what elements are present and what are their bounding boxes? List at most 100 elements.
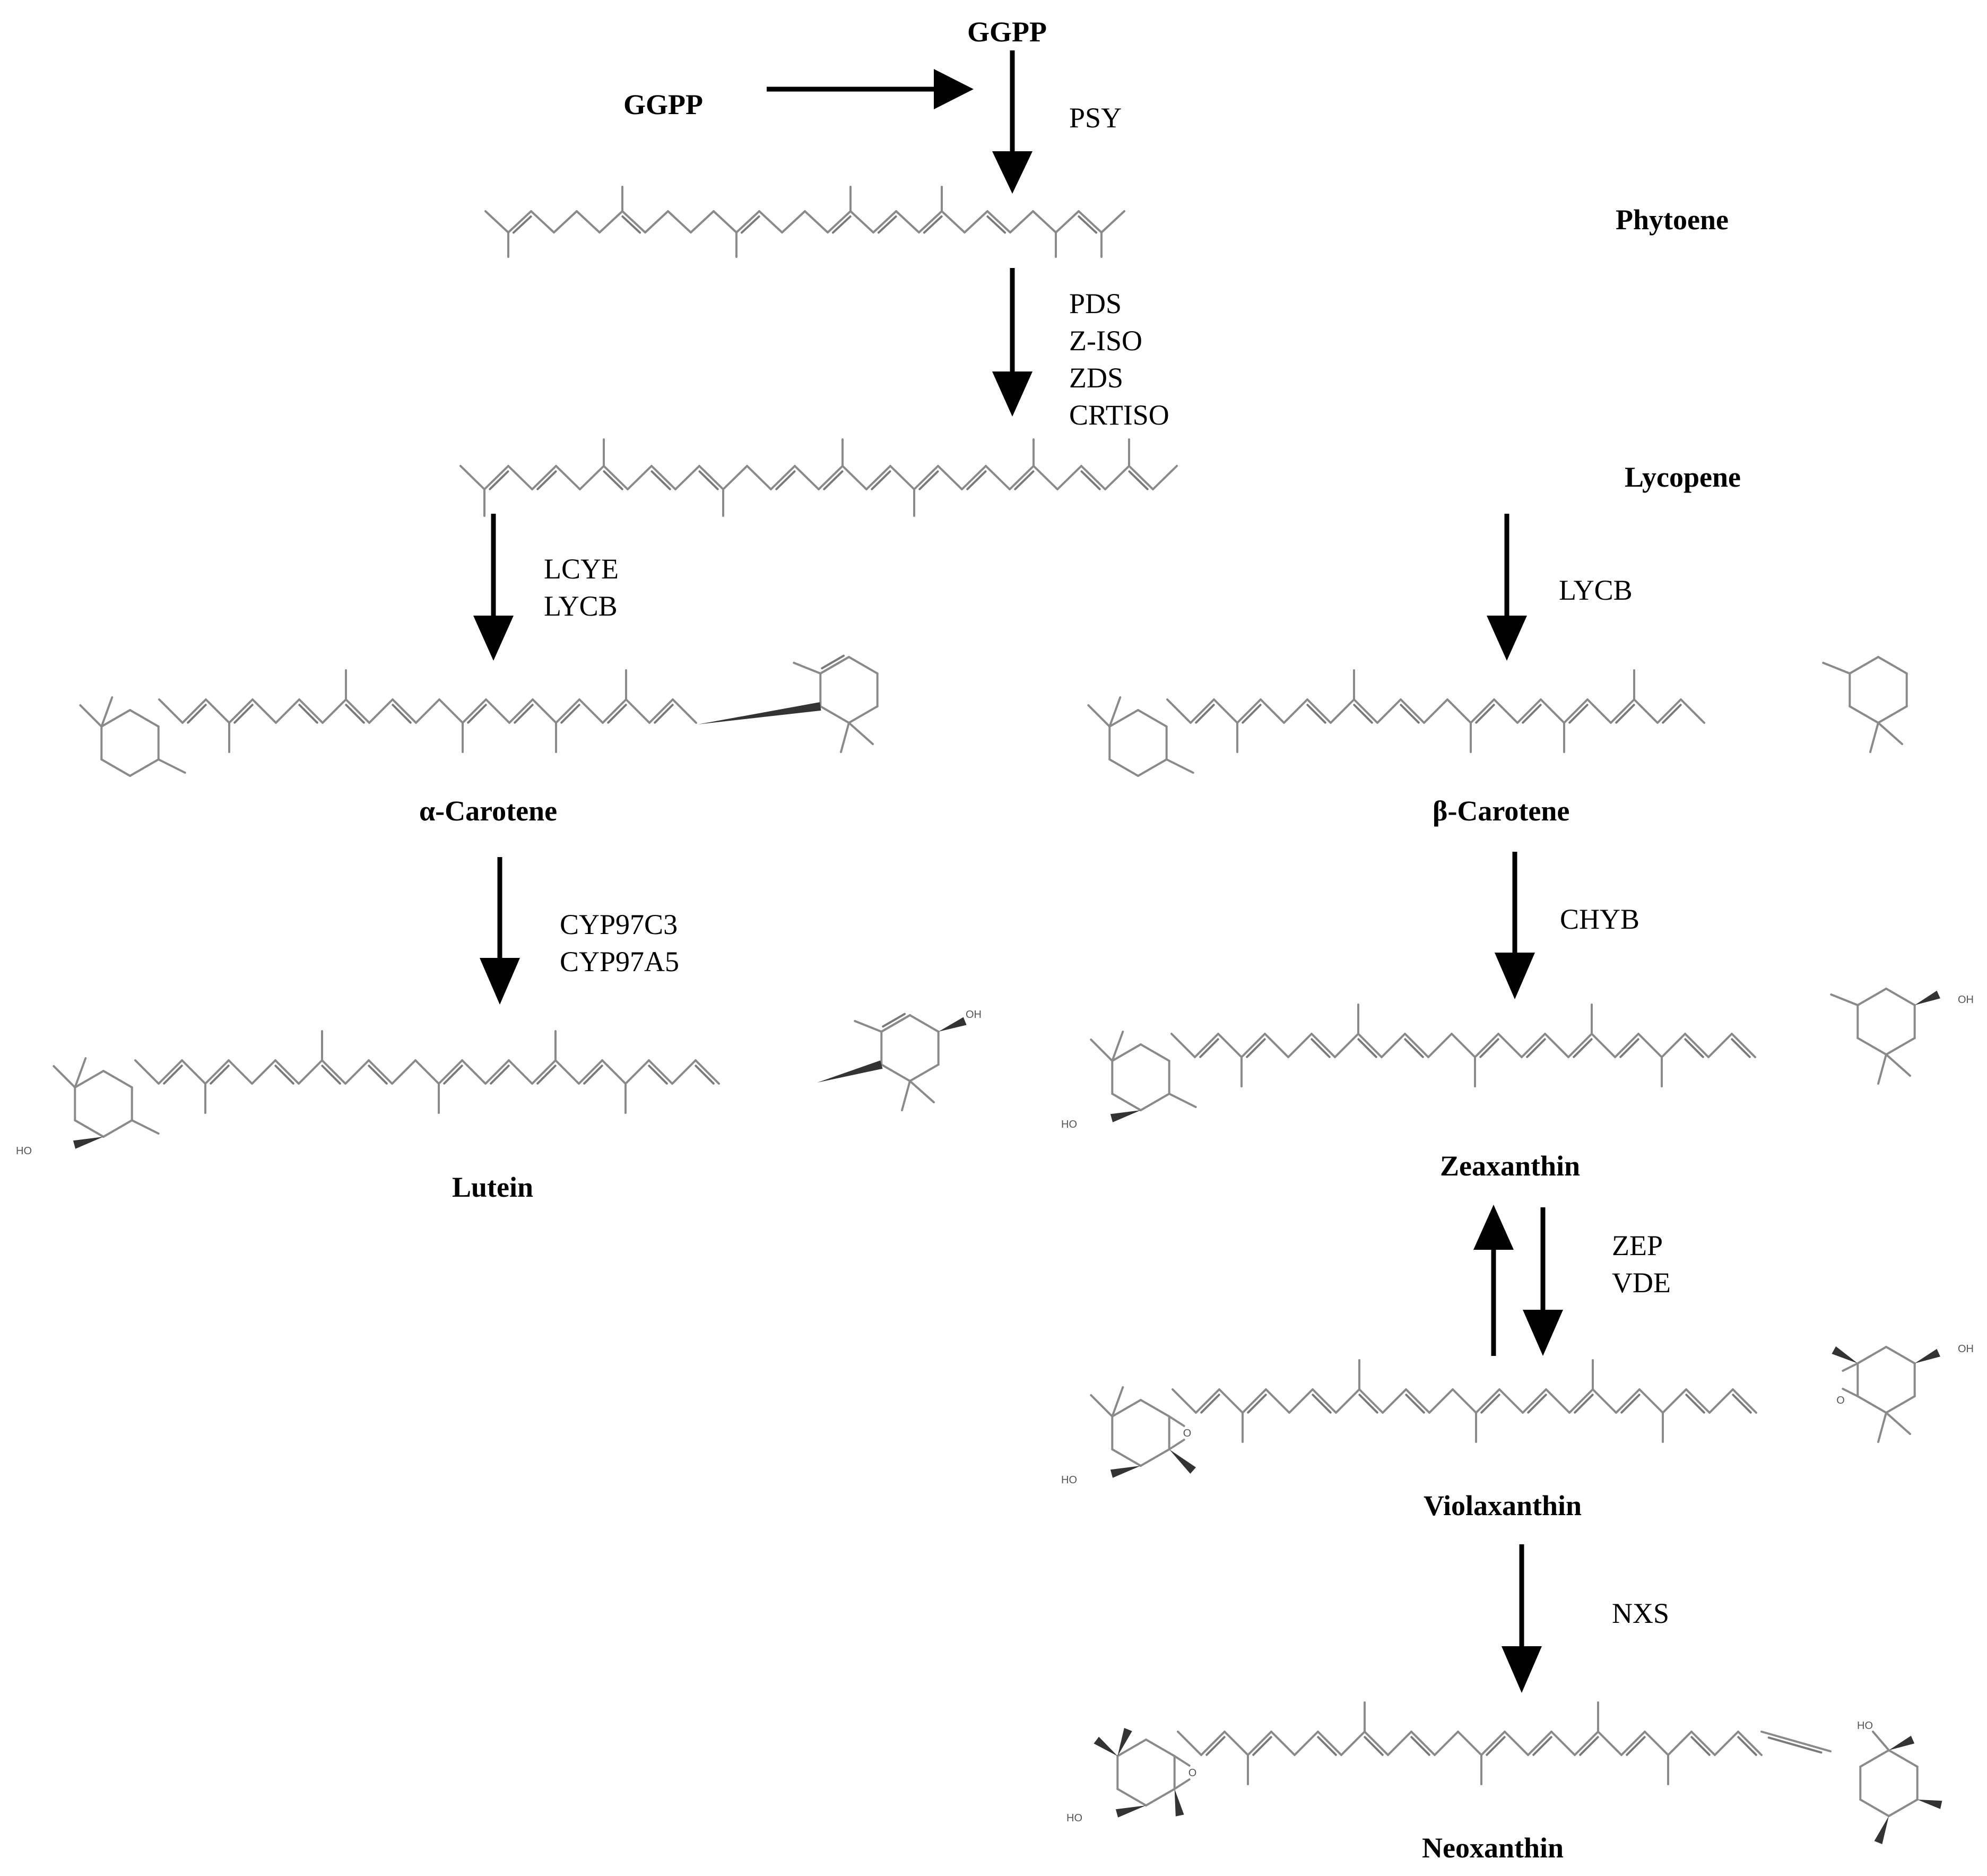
bond — [555, 465, 581, 490]
bond — [770, 465, 796, 490]
bond — [1760, 1731, 1832, 1752]
bond — [1317, 1731, 1342, 1756]
bond — [1644, 1731, 1669, 1756]
bond — [1405, 1388, 1430, 1414]
bond — [233, 704, 254, 724]
bond — [102, 1119, 133, 1138]
bond — [1856, 1395, 1887, 1414]
wedge-bond — [1889, 1735, 1915, 1750]
bond — [624, 1059, 650, 1085]
bond — [1888, 1749, 1919, 1768]
enzyme-name: CYP97C3 — [560, 909, 678, 940]
bond — [1009, 465, 1035, 490]
bond — [1856, 1037, 1887, 1056]
bond — [966, 470, 987, 490]
bond — [775, 470, 796, 490]
bond — [205, 698, 230, 724]
bond — [1140, 1399, 1170, 1417]
bond — [579, 465, 605, 490]
bond — [880, 1064, 911, 1082]
label-zeaxanthin: Zeaxanthin — [1440, 1150, 1580, 1182]
wedge-bond — [1110, 1110, 1141, 1122]
bond — [848, 705, 879, 724]
bond — [1732, 1394, 1752, 1414]
arrow-lycopene-to-alpha — [473, 514, 514, 661]
bond — [823, 470, 844, 490]
bond — [840, 722, 850, 753]
epoxide-oxygen-label: O — [1836, 1395, 1845, 1406]
bond — [1708, 1388, 1734, 1414]
bond — [298, 1059, 323, 1085]
bond — [1172, 1388, 1197, 1414]
bond — [1287, 1033, 1313, 1058]
bond — [895, 210, 920, 234]
bond — [841, 465, 867, 490]
bond — [181, 698, 207, 724]
bond — [1859, 1749, 1890, 1768]
bond — [459, 465, 485, 490]
epoxide-oxygen-label: O — [1183, 1428, 1192, 1439]
bond — [650, 465, 676, 490]
bond — [1195, 1388, 1220, 1414]
bond — [1111, 1043, 1142, 1062]
bond — [489, 470, 509, 490]
bond — [1685, 1394, 1705, 1414]
bond — [909, 1064, 940, 1082]
bond — [490, 1065, 510, 1085]
bond — [1217, 1033, 1243, 1058]
bond — [986, 210, 1011, 234]
bond — [484, 1059, 510, 1085]
bond — [603, 470, 623, 490]
enzyme-psy: PSY — [1069, 102, 1122, 134]
bond — [1173, 1755, 1191, 1767]
arrow-alpha-to-lutein — [480, 857, 520, 1005]
bond — [880, 1014, 911, 1033]
bond — [909, 1014, 940, 1033]
bond — [1140, 1448, 1170, 1467]
hydroxyl-label: HO — [16, 1145, 32, 1157]
bond — [368, 698, 394, 724]
bond — [1685, 1388, 1711, 1414]
bond — [1078, 210, 1103, 234]
bond — [1270, 1731, 1296, 1756]
bond — [392, 698, 417, 724]
bond — [1522, 704, 1542, 724]
bond — [1213, 698, 1238, 724]
bond — [1474, 1033, 1499, 1058]
bond — [1877, 705, 1908, 724]
bond — [1140, 1043, 1170, 1062]
bond — [621, 215, 641, 234]
bond — [941, 210, 966, 234]
bond — [1168, 1439, 1185, 1450]
bond — [1252, 1736, 1272, 1756]
bond — [1116, 1739, 1147, 1757]
bond — [1014, 470, 1035, 490]
enzyme-name: Z-ISO — [1069, 325, 1142, 357]
bond — [1842, 1388, 1859, 1397]
bond — [1364, 1731, 1389, 1756]
bond — [1311, 1038, 1331, 1058]
label-ggpp-left: GGPP — [623, 89, 703, 120]
label-lycopene: Lycopene — [1625, 461, 1741, 493]
bond — [555, 698, 580, 724]
enzymes-violaxanthin-to-neoxanthin: NXS — [1612, 1597, 1669, 1629]
bond — [1885, 1395, 1916, 1414]
bond — [1615, 1388, 1641, 1414]
bond — [1614, 1033, 1639, 1058]
bond — [1032, 465, 1058, 490]
bond — [1830, 993, 1859, 1006]
bond — [1579, 1736, 1599, 1756]
bond — [1661, 1033, 1686, 1058]
bond — [1306, 704, 1326, 724]
bond — [1545, 1388, 1570, 1414]
arrow-lycopene-to-beta — [1487, 514, 1527, 661]
bond — [1242, 1388, 1267, 1414]
bond — [321, 1059, 346, 1085]
bond — [1498, 1388, 1524, 1414]
bond — [781, 210, 806, 234]
bond — [1404, 1038, 1424, 1058]
bond — [1335, 1388, 1360, 1414]
arrow-violaxanthin-to-zeaxanthin — [1473, 1205, 1514, 1356]
wedge-bond — [1117, 1728, 1132, 1756]
